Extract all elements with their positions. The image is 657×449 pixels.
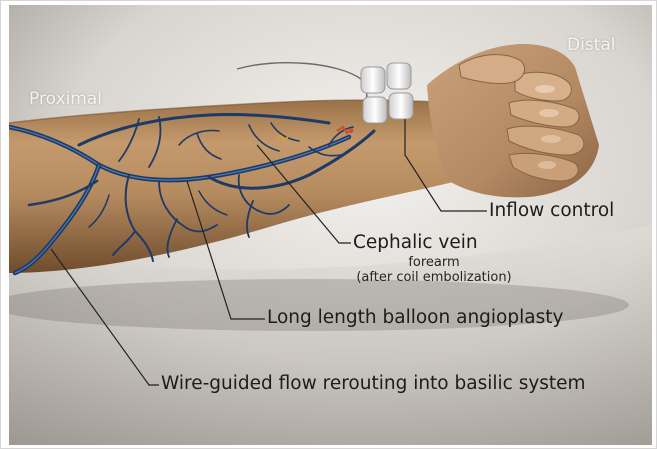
inflow-control-label: Inflow control	[489, 202, 614, 221]
illustration-canvas: Proximal Distal Inflow control Cephalic …	[9, 5, 652, 445]
balloon-angioplasty-label: Long length balloon angioplasty	[267, 309, 563, 328]
cephalic-coil-label: (after coil embolization)	[349, 271, 519, 284]
proximal-label: Proximal	[29, 91, 102, 108]
distal-label: Distal	[567, 37, 615, 54]
cephalic-forearm-label: forearm	[349, 256, 519, 269]
wire-rerouting-label: Wire-guided flow rerouting into basilic …	[161, 375, 586, 394]
cephalic-vein-label: Cephalic vein	[353, 234, 478, 253]
